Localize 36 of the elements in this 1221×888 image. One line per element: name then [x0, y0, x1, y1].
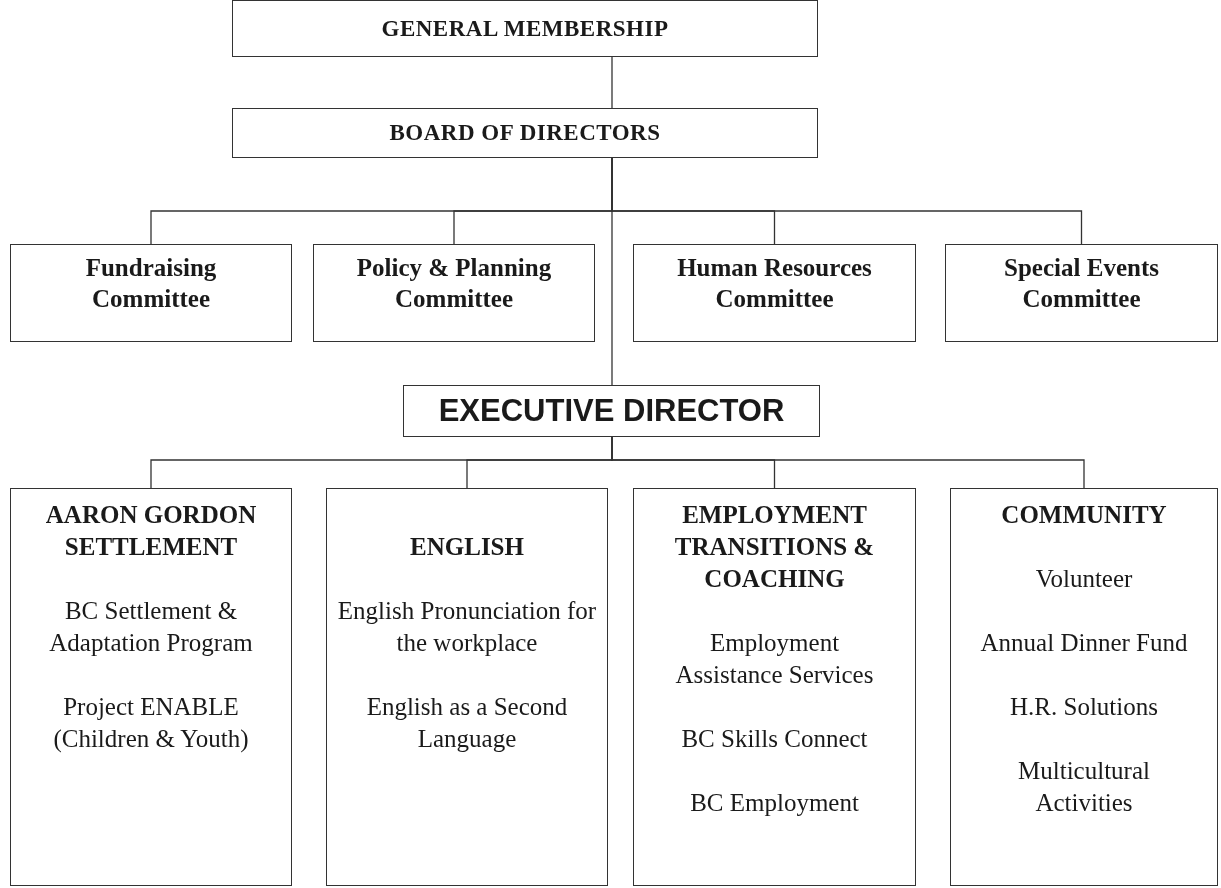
connector-line: [611, 436, 1085, 489]
department-heading: COMMUNITY: [1001, 500, 1167, 530]
department-box: [950, 488, 1218, 886]
department-box: [633, 488, 916, 886]
committee-name: Policy & Planning Committee: [355, 253, 553, 314]
connector-line: [611, 157, 613, 386]
org-box: [232, 0, 818, 57]
department-box: [10, 488, 292, 886]
box-title: GENERAL MEMBERSHIP: [381, 15, 669, 42]
program-name: BC Employment: [690, 788, 859, 818]
committee-name: Special Events Committee: [1003, 253, 1160, 314]
program-name: English as a Second Language: [365, 692, 569, 754]
program-name: Annual Dinner Fund: [980, 628, 1188, 658]
department-heading: AARON GORDON SETTLEMENT: [44, 500, 258, 562]
committee-box: [313, 244, 595, 342]
program-name: H.R. Solutions: [1010, 692, 1158, 722]
department-heading: ENGLISH: [410, 532, 524, 562]
program-name: BC Skills Connect: [681, 724, 868, 754]
program-name: Employment Assistance Services: [674, 628, 875, 690]
box-title: EXECUTIVE DIRECTOR: [438, 393, 785, 429]
department-box: [326, 488, 608, 886]
program-name: Volunteer: [1035, 564, 1133, 594]
committee-name: Human Resources Committee: [676, 253, 873, 314]
department-heading: EMPLOYMENT TRANSITIONS & COACHING: [673, 500, 876, 594]
program-name: BC Settlement & Adaptation Program: [48, 596, 254, 658]
committee-box: [945, 244, 1218, 342]
box-title: BOARD OF DIRECTORS: [389, 120, 661, 146]
committee-box: [633, 244, 916, 342]
program-name: Multicultural Activities: [1017, 756, 1151, 818]
org-box: [232, 108, 818, 158]
connector-line: [611, 56, 613, 109]
committee-box: [10, 244, 292, 342]
program-name: Project ENABLE (Children & Youth): [52, 692, 250, 755]
committee-name: Fundraising Committee: [84, 253, 218, 314]
program-name: English Pronunciation for the workplace: [337, 596, 597, 658]
executive-box: [403, 385, 820, 437]
